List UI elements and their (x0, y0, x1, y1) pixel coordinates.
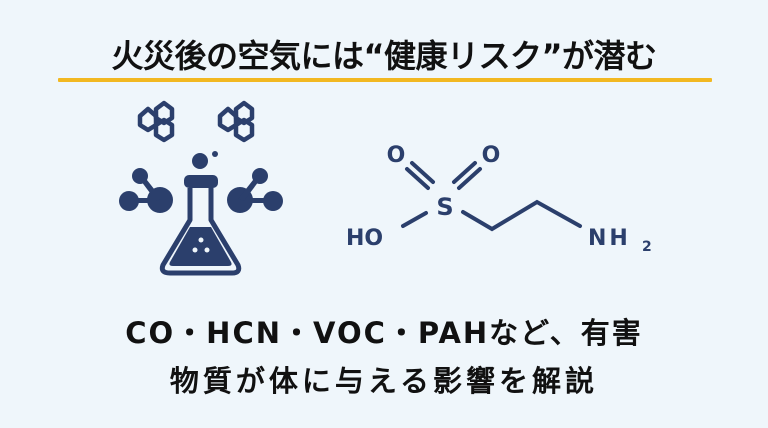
hydroxyl-label: HO (346, 226, 383, 251)
title-underline (58, 78, 712, 82)
taurine-structure-diagram: O O S HO NH 2 (346, 143, 652, 255)
chemistry-flask-icon (119, 100, 283, 276)
subtitle-line-1: CO・HCN・VOC・PAHなど、有害 (125, 316, 643, 350)
sulfur-label: S (436, 193, 453, 221)
amine-subscript: 2 (642, 239, 652, 255)
page-title: 火災後の空気には“健康リスク”が潜む (111, 37, 657, 75)
subtitle-line-2: 物質が体に与える影響を解説 (169, 364, 599, 398)
oxygen-label-left: O (387, 143, 406, 168)
hexagon-icon (137, 106, 159, 133)
oxygen-label-right: O (482, 143, 501, 168)
amine-label: NH (588, 226, 631, 251)
